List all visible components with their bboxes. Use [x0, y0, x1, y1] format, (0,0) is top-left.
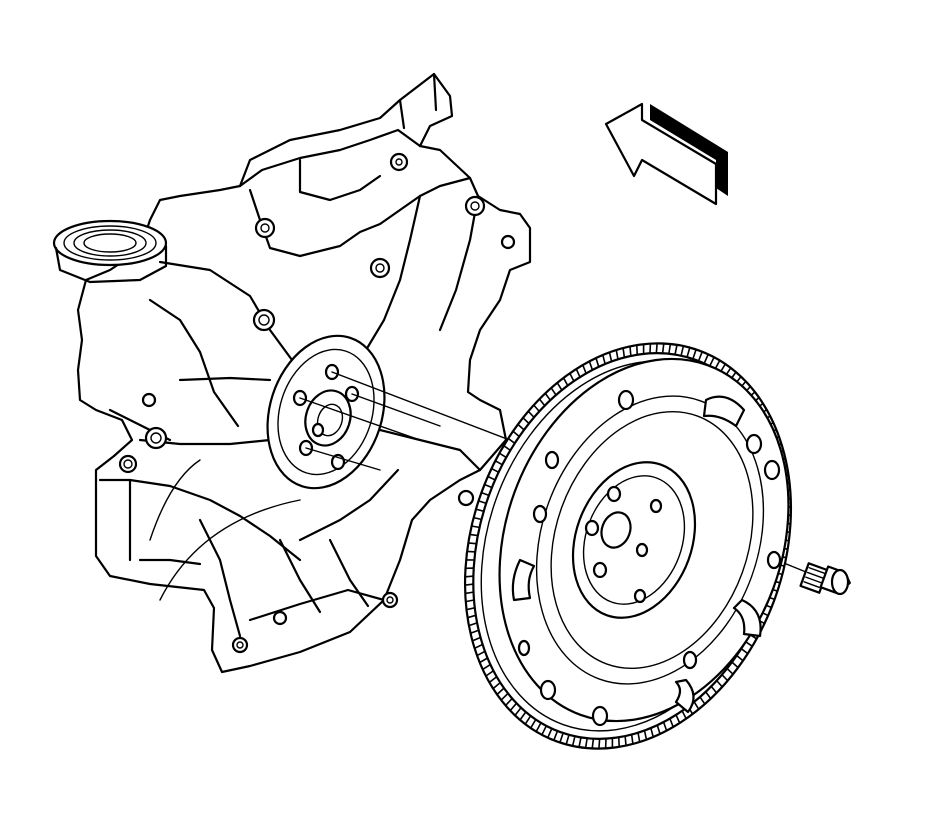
ring-gear-tooth	[637, 732, 641, 743]
direction-arrow	[604, 102, 728, 206]
ring-gear-tooth	[470, 629, 480, 635]
flywheel-bolt	[799, 562, 851, 596]
ring-gear-tooth	[703, 353, 709, 363]
ring-gear-tooth	[559, 733, 564, 743]
ring-gear-tooth	[553, 731, 558, 741]
ring-gear-tooth	[569, 372, 575, 382]
ring-gear-tooth	[662, 721, 668, 731]
ring-gear-tooth	[692, 349, 697, 359]
ring-gear-tooth	[598, 739, 601, 749]
ring-gear-tooth	[693, 701, 700, 710]
flywheel	[463, 342, 793, 750]
ring-gear-tooth	[624, 736, 627, 746]
ring-gear-tooth	[674, 344, 678, 354]
ring-gear-tooth	[714, 360, 721, 369]
ring-gear-tooth	[479, 657, 488, 664]
ring-gear-tooth	[472, 636, 482, 642]
ring-gear-tooth	[656, 725, 661, 735]
ring-gear-tooth	[669, 718, 674, 728]
ring-gear-tooth	[591, 739, 595, 749]
ring-gear-tooth	[565, 735, 570, 745]
ring-gear-tooth	[629, 346, 632, 356]
ring-gear-tooth	[530, 719, 536, 729]
ring-gear-tooth	[602, 354, 606, 365]
ring-gear-tooth	[562, 377, 569, 387]
ring-gear-tooth	[622, 347, 626, 358]
ring-gear-tooth	[575, 368, 581, 378]
ring-gear-tooth	[709, 356, 715, 366]
ring-gear-tooth	[630, 734, 634, 745]
oil-filter-adapter	[52, 219, 168, 267]
ring-gear-tooth	[547, 729, 553, 739]
ring-gear-tooth	[578, 738, 582, 748]
ring-gear-tooth	[571, 737, 576, 747]
crankshaft-rear-flange	[266, 334, 386, 490]
ring-gear-tooth	[505, 698, 513, 707]
ring-gear-tooth	[681, 710, 687, 720]
ring-gear-tooth	[476, 650, 486, 657]
ring-gear-tooth	[488, 676, 497, 684]
ring-gear-tooth	[500, 693, 509, 701]
ring-gear-tooth	[650, 727, 654, 738]
ring-gear-tooth	[492, 682, 501, 690]
ring-gear-tooth	[680, 345, 685, 355]
ring-gear-tooth	[698, 351, 703, 361]
ring-gear-tooth	[615, 349, 619, 360]
ring-gear-tooth	[496, 687, 505, 696]
ring-gear-tooth	[668, 343, 672, 354]
ring-gear-tooth	[595, 357, 600, 367]
ring-gear-tooth	[675, 714, 681, 724]
ring-gear-tooth	[655, 343, 658, 353]
ring-gear-tooth	[584, 738, 588, 749]
ring-gear-tooth	[686, 347, 691, 357]
ring-gear-tooth	[474, 643, 484, 650]
ring-gear-tooth	[519, 712, 526, 721]
ring-gear-tooth	[582, 364, 587, 374]
ring-gear-tooth	[535, 723, 542, 732]
ring-gear-tooth	[661, 343, 665, 353]
ring-gear-tooth	[608, 352, 613, 362]
ring-gear-tooth	[524, 716, 531, 725]
ring-gear-tooth	[482, 663, 491, 671]
ring-gear-tooth	[514, 707, 522, 716]
ring-gear-tooth	[541, 726, 547, 736]
ring-gear-tooth	[509, 703, 517, 712]
ring-gear-tooth	[643, 730, 648, 740]
ring-gear-tooth	[556, 382, 563, 391]
ring-gear-tooth	[485, 670, 494, 677]
ring-gear-tooth	[588, 361, 594, 371]
